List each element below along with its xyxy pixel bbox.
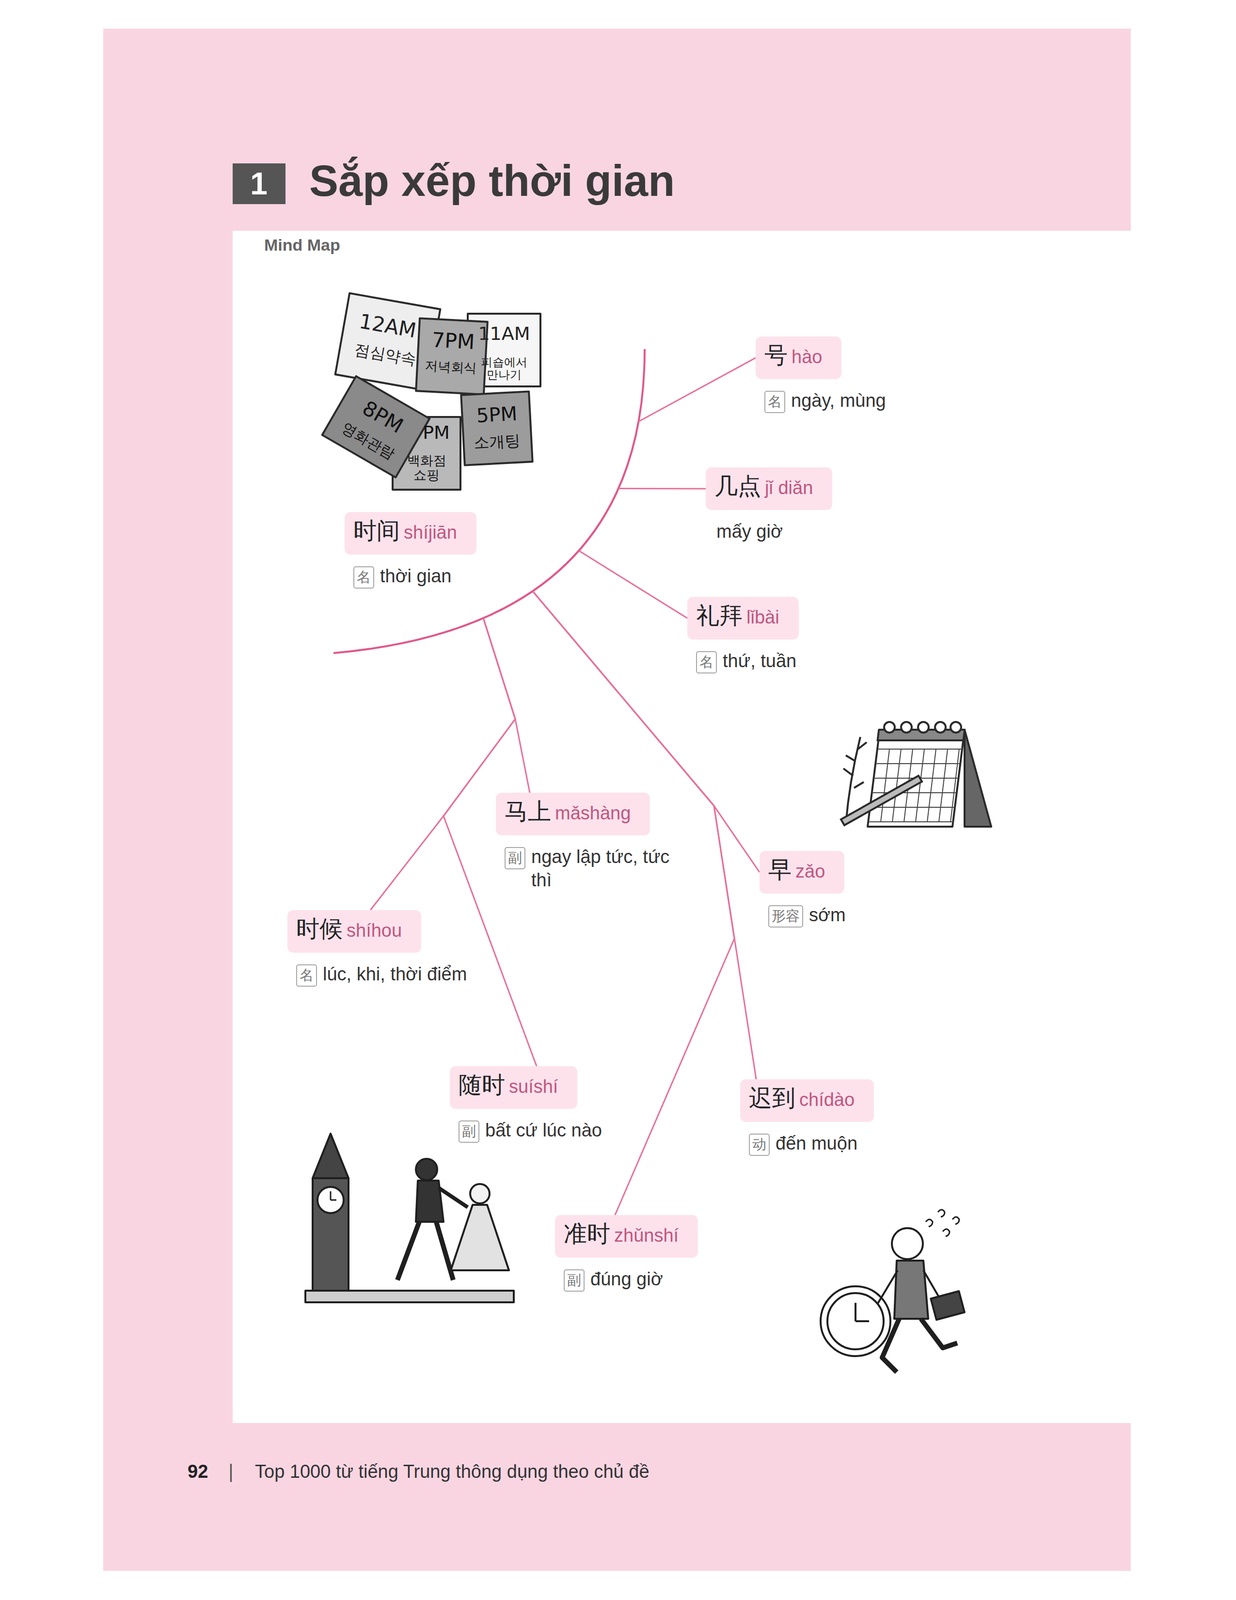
part-of-speech: 名	[696, 650, 717, 674]
word-node: 早zǎo 形容sớm	[759, 850, 848, 928]
meaning: lúc, khi, thời điểm	[320, 962, 469, 986]
hanzi: 礼拜	[696, 601, 743, 629]
word-node: 准时zhǔnshí 副đúng giờ	[554, 1214, 698, 1292]
meaning-row: 副bất cứ lúc nào	[449, 1118, 604, 1143]
note-text: 소개팅	[473, 430, 521, 455]
word-node: 迟到chídào 动đến muộn	[740, 1078, 874, 1156]
word-node: 马上mǎshàng 副ngay lập tức, tức thì	[495, 792, 679, 892]
section-number: 1	[250, 165, 268, 202]
branch-line	[618, 487, 706, 490]
separator: |	[227, 1459, 235, 1482]
hanzi: 迟到	[748, 1083, 796, 1111]
meaning: mấy giờ	[714, 519, 785, 543]
pinyin: shíhou	[346, 919, 402, 941]
word-pill: 礼拜lǐbài	[687, 596, 799, 640]
word-pill: 早zǎo	[759, 850, 845, 894]
part-of-speech: 副	[563, 1268, 585, 1292]
meaning: thời gian	[378, 564, 454, 588]
page-number: 92	[187, 1460, 208, 1482]
branch-line	[370, 618, 516, 910]
meaning-row: mấy giờ	[705, 519, 833, 543]
meaning: ngay lập tức, tức thì	[529, 844, 679, 892]
meaning-row: 名thời gian	[344, 564, 477, 589]
word-pill: 时候shíhou	[287, 909, 422, 953]
word-node: 随时suíshí 副bất cứ lúc nào	[449, 1065, 604, 1143]
meaning-row: 名lúc, khi, thời điểm	[287, 962, 469, 987]
part-of-speech: 副	[458, 1120, 480, 1143]
page-title: Sắp xếp thời gian	[309, 156, 675, 206]
note-time: 7PM	[431, 327, 476, 354]
part-of-speech: 名	[353, 566, 375, 589]
meaning: sớm	[807, 903, 848, 927]
hanzi: 马上	[504, 797, 552, 825]
meaning-row: 副đúng giờ	[554, 1267, 698, 1292]
hanzi: 几点	[714, 472, 761, 500]
word-pill: 几点jǐ diǎn	[705, 467, 833, 510]
note-text: 피숍에서 만나기	[477, 355, 531, 382]
word-node: 号hào 名ngày, mùng	[755, 336, 888, 413]
part-of-speech: 名	[296, 964, 317, 987]
pinyin: chídào	[799, 1089, 855, 1110]
hanzi: 时候	[296, 914, 343, 942]
note-text: 백화점 쇼핑	[399, 453, 454, 482]
meaning: ngày, mùng	[789, 388, 888, 412]
meaning: thứ, tuần	[720, 649, 799, 673]
tab-label: Mind Map	[264, 235, 341, 255]
word-node: 时间shíjiān 名thời gian	[344, 511, 477, 589]
meaning: đến muộn	[773, 1131, 860, 1155]
meaning-row: 动đến muộn	[740, 1131, 874, 1156]
word-pill: 准时zhǔnshí	[554, 1214, 698, 1258]
meaning: bất cứ lúc nào	[483, 1118, 604, 1142]
pinyin: jǐ diǎn	[764, 477, 813, 498]
meaning-row: 名ngày, mùng	[755, 388, 888, 413]
branch-line	[578, 550, 688, 618]
branch-line	[443, 618, 537, 1066]
note-time: 5PM	[475, 402, 518, 427]
word-node: 时候shíhou 名lúc, khi, thời điểm	[287, 909, 469, 987]
part-of-speech: 形容	[768, 904, 804, 928]
hanzi: 时间	[353, 516, 400, 544]
running-footer: Top 1000 từ tiếng Trung thông dụng theo …	[254, 1460, 650, 1482]
note-time: 11AM	[477, 322, 530, 345]
pinyin: zhǔnshí	[614, 1224, 679, 1246]
pinyin: zǎo	[795, 860, 825, 882]
meaning-row: 副ngay lập tức, tức thì	[495, 844, 679, 892]
hanzi: 准时	[563, 1219, 611, 1247]
hanzi: 早	[768, 855, 792, 883]
pinyin: suíshí	[508, 1076, 558, 1097]
word-node: 礼拜lǐbài 名thứ, tuần	[687, 596, 799, 674]
word-pill: 号hào	[755, 336, 842, 380]
hanzi: 随时	[458, 1070, 506, 1098]
word-pill: 时间shíjiān	[344, 511, 477, 555]
pinyin: mǎshàng	[554, 802, 631, 824]
part-of-speech: 副	[504, 846, 526, 870]
hanzi: 号	[764, 341, 788, 369]
branch-line	[638, 357, 756, 422]
part-of-speech: 名	[764, 390, 786, 413]
branch-line	[483, 618, 530, 793]
word-pill: 马上mǎshàng	[495, 792, 650, 836]
branch-arc	[333, 348, 645, 653]
meaning-row: 形容sớm	[759, 903, 848, 928]
pinyin: shíjiān	[403, 522, 458, 543]
meaning-row: 名thứ, tuần	[687, 649, 799, 674]
note-time: PM	[422, 421, 450, 444]
pinyin: lǐbài	[746, 606, 780, 628]
word-node: 几点jǐ diǎn mấy giờ	[705, 467, 833, 543]
note-text: 저녁회식	[424, 356, 478, 378]
meaning: đúng giờ	[588, 1267, 666, 1291]
word-pill: 迟到chídào	[740, 1078, 874, 1122]
pinyin: hào	[791, 346, 823, 367]
word-pill: 随时suíshí	[449, 1065, 578, 1109]
part-of-speech: 动	[748, 1133, 770, 1156]
